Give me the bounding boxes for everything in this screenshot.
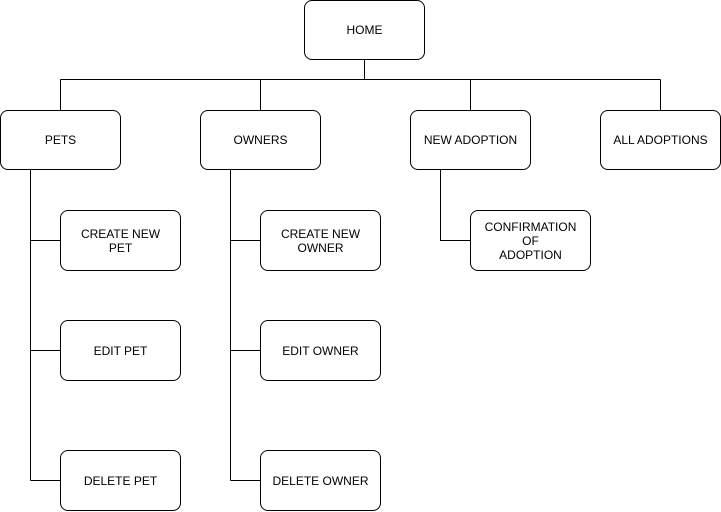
create-new-pet-node: CREATE NEW PET <box>60 210 181 271</box>
create-new-pet-label: CREATE NEW PET <box>80 226 161 255</box>
new-adoption-label: NEW ADOPTION <box>423 133 518 147</box>
new-adoption-node: NEW ADOPTION <box>410 110 531 170</box>
create-new-owner-label: CREATE NEW OWNER <box>280 226 361 255</box>
pets-node: PETS <box>0 110 121 170</box>
delete-pet-label: DELETE PET <box>83 473 158 488</box>
all-adoptions-node: ALL ADOPTIONS <box>600 110 721 170</box>
edit-pet-node: EDIT PET <box>60 320 181 381</box>
create-new-owner-node: CREATE NEW OWNER <box>260 210 381 271</box>
delete-pet-node: DELETE PET <box>60 450 181 511</box>
confirmation-of-adoption-label: CONFIRMATION OF ADOPTION <box>484 219 577 262</box>
home-node: HOME <box>304 0 425 60</box>
edge-new-adoption-confirmation <box>440 170 470 241</box>
owners-node: OWNERS <box>200 110 321 170</box>
delete-owner-label: DELETE OWNER <box>272 473 369 488</box>
owners-label: OWNERS <box>233 133 288 147</box>
pets-label: PETS <box>44 133 77 147</box>
edit-owner-label: EDIT OWNER <box>282 343 359 358</box>
confirmation-of-adoption-node: CONFIRMATION OF ADOPTION <box>470 210 591 271</box>
all-adoptions-label: ALL ADOPTIONS <box>613 133 708 147</box>
home-label: HOME <box>346 23 383 37</box>
delete-owner-node: DELETE OWNER <box>260 450 381 511</box>
edit-pet-label: EDIT PET <box>93 343 148 358</box>
edit-owner-node: EDIT OWNER <box>260 320 381 381</box>
